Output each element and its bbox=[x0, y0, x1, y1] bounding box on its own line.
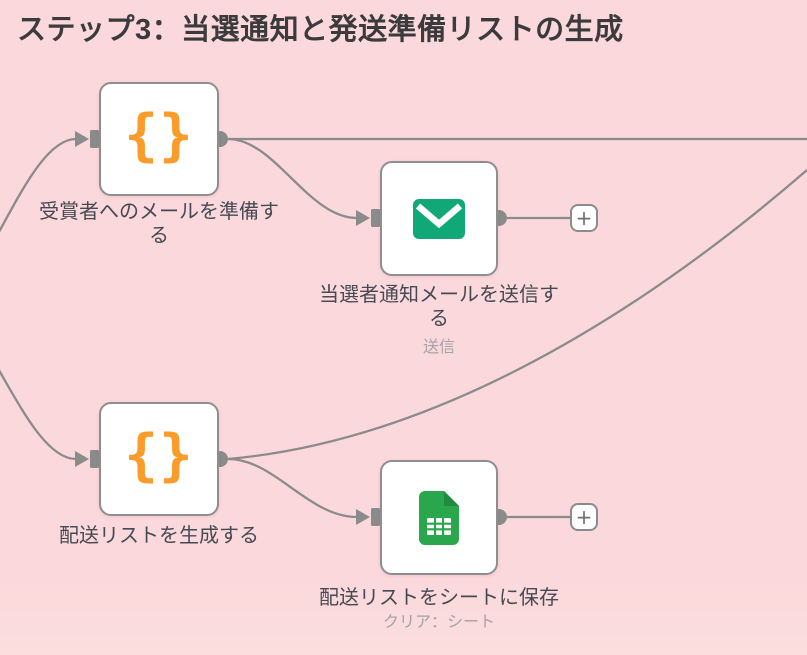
edge-prepare-email-to-send-mail bbox=[227, 137, 358, 220]
node-save-delivery-list-to-sheet[interactable] bbox=[380, 460, 498, 575]
node-generate-delivery-list[interactable]: {} bbox=[99, 402, 219, 516]
node-label-prepare-winner-email: 受賞者へのメールを準備する bbox=[39, 201, 279, 247]
code-braces-icon: {} bbox=[124, 103, 194, 168]
node-label-send-winner-notification-mail: 当選者通知メールを送信する bbox=[319, 284, 559, 330]
edge-incoming-to-generate-list bbox=[0, 369, 77, 461]
node-label-generate-delivery-list: 配送リストを生成する bbox=[59, 525, 259, 547]
sheet-grid bbox=[427, 517, 451, 535]
envelope-flap bbox=[415, 203, 463, 228]
input-arrow-icon-save-sheet bbox=[356, 509, 370, 525]
edge-generate-list-to-offscreen-right bbox=[227, 169, 807, 461]
sheet-fold-corner bbox=[444, 490, 459, 506]
input-port-save-sheet[interactable] bbox=[371, 508, 380, 526]
google-sheets-icon bbox=[419, 490, 459, 545]
edge-generate-list-to-save-sheet bbox=[227, 457, 358, 519]
input-arrow-icon-generate-list bbox=[75, 451, 89, 467]
node-send-winner-notification-mail[interactable] bbox=[380, 161, 498, 276]
code-braces-icon: {} bbox=[124, 423, 194, 488]
input-port-send-mail[interactable] bbox=[371, 209, 380, 227]
node-subtitle-send-winner-notification-mail: 送信 bbox=[422, 339, 455, 356]
node-prepare-winner-email[interactable]: {} bbox=[99, 82, 219, 196]
input-arrow-icon-prepare-email bbox=[75, 131, 89, 147]
input-arrow-icon-send-mail bbox=[356, 210, 370, 226]
add-node-button-after-save-sheet[interactable]: + bbox=[570, 503, 598, 531]
node-subtitle-save-delivery-list-to-sheet: クリア：シート bbox=[382, 614, 495, 631]
node-label-save-delivery-list-to-sheet: 配送リストをシートに保存 bbox=[319, 587, 559, 609]
input-port-prepare-email[interactable] bbox=[90, 130, 99, 148]
input-port-generate-list[interactable] bbox=[90, 450, 99, 468]
envelope-icon bbox=[413, 198, 465, 239]
page-title: ステップ3：当選通知と発送準備リストの生成 bbox=[17, 14, 624, 46]
edge-incoming-to-prepare-email bbox=[0, 137, 77, 233]
add-node-button-after-send-mail[interactable]: + bbox=[570, 204, 598, 232]
